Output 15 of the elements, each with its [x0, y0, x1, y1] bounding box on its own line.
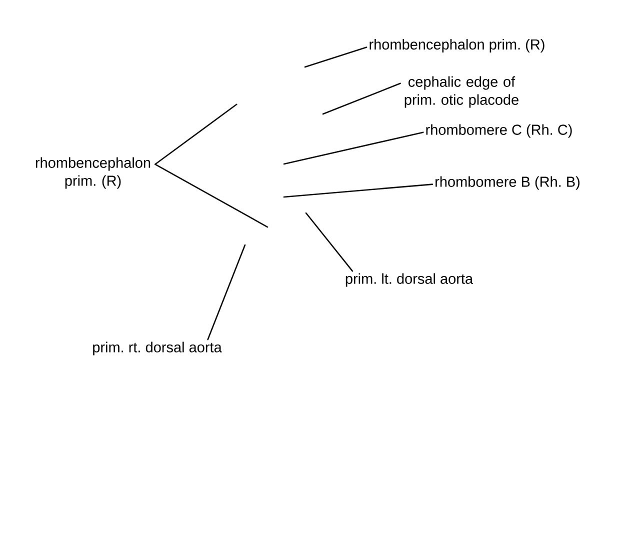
- callout-text: rhombomere C (Rh. C): [426, 124, 572, 138]
- callout-text: prim. rt. dorsal aorta: [93, 342, 222, 356]
- leader-line: [322, 82, 401, 115]
- callout-text: cephalic edge of prim. otic placode: [404, 76, 518, 108]
- leader-line: [154, 164, 268, 228]
- callout-text: prim. lt. dorsal aorta: [346, 273, 474, 287]
- callout-text: rhombencephalon prim. (R): [36, 157, 150, 189]
- leader-line: [304, 46, 368, 68]
- leader-line: [283, 132, 424, 165]
- leader-line: [305, 212, 354, 272]
- leader-line: [283, 184, 434, 198]
- leader-line: [154, 104, 238, 165]
- leader-line: [207, 244, 246, 340]
- callout-text: rhombencephalon prim. (R): [370, 38, 544, 52]
- callout-text: rhombomere B (Rh. B): [436, 176, 580, 190]
